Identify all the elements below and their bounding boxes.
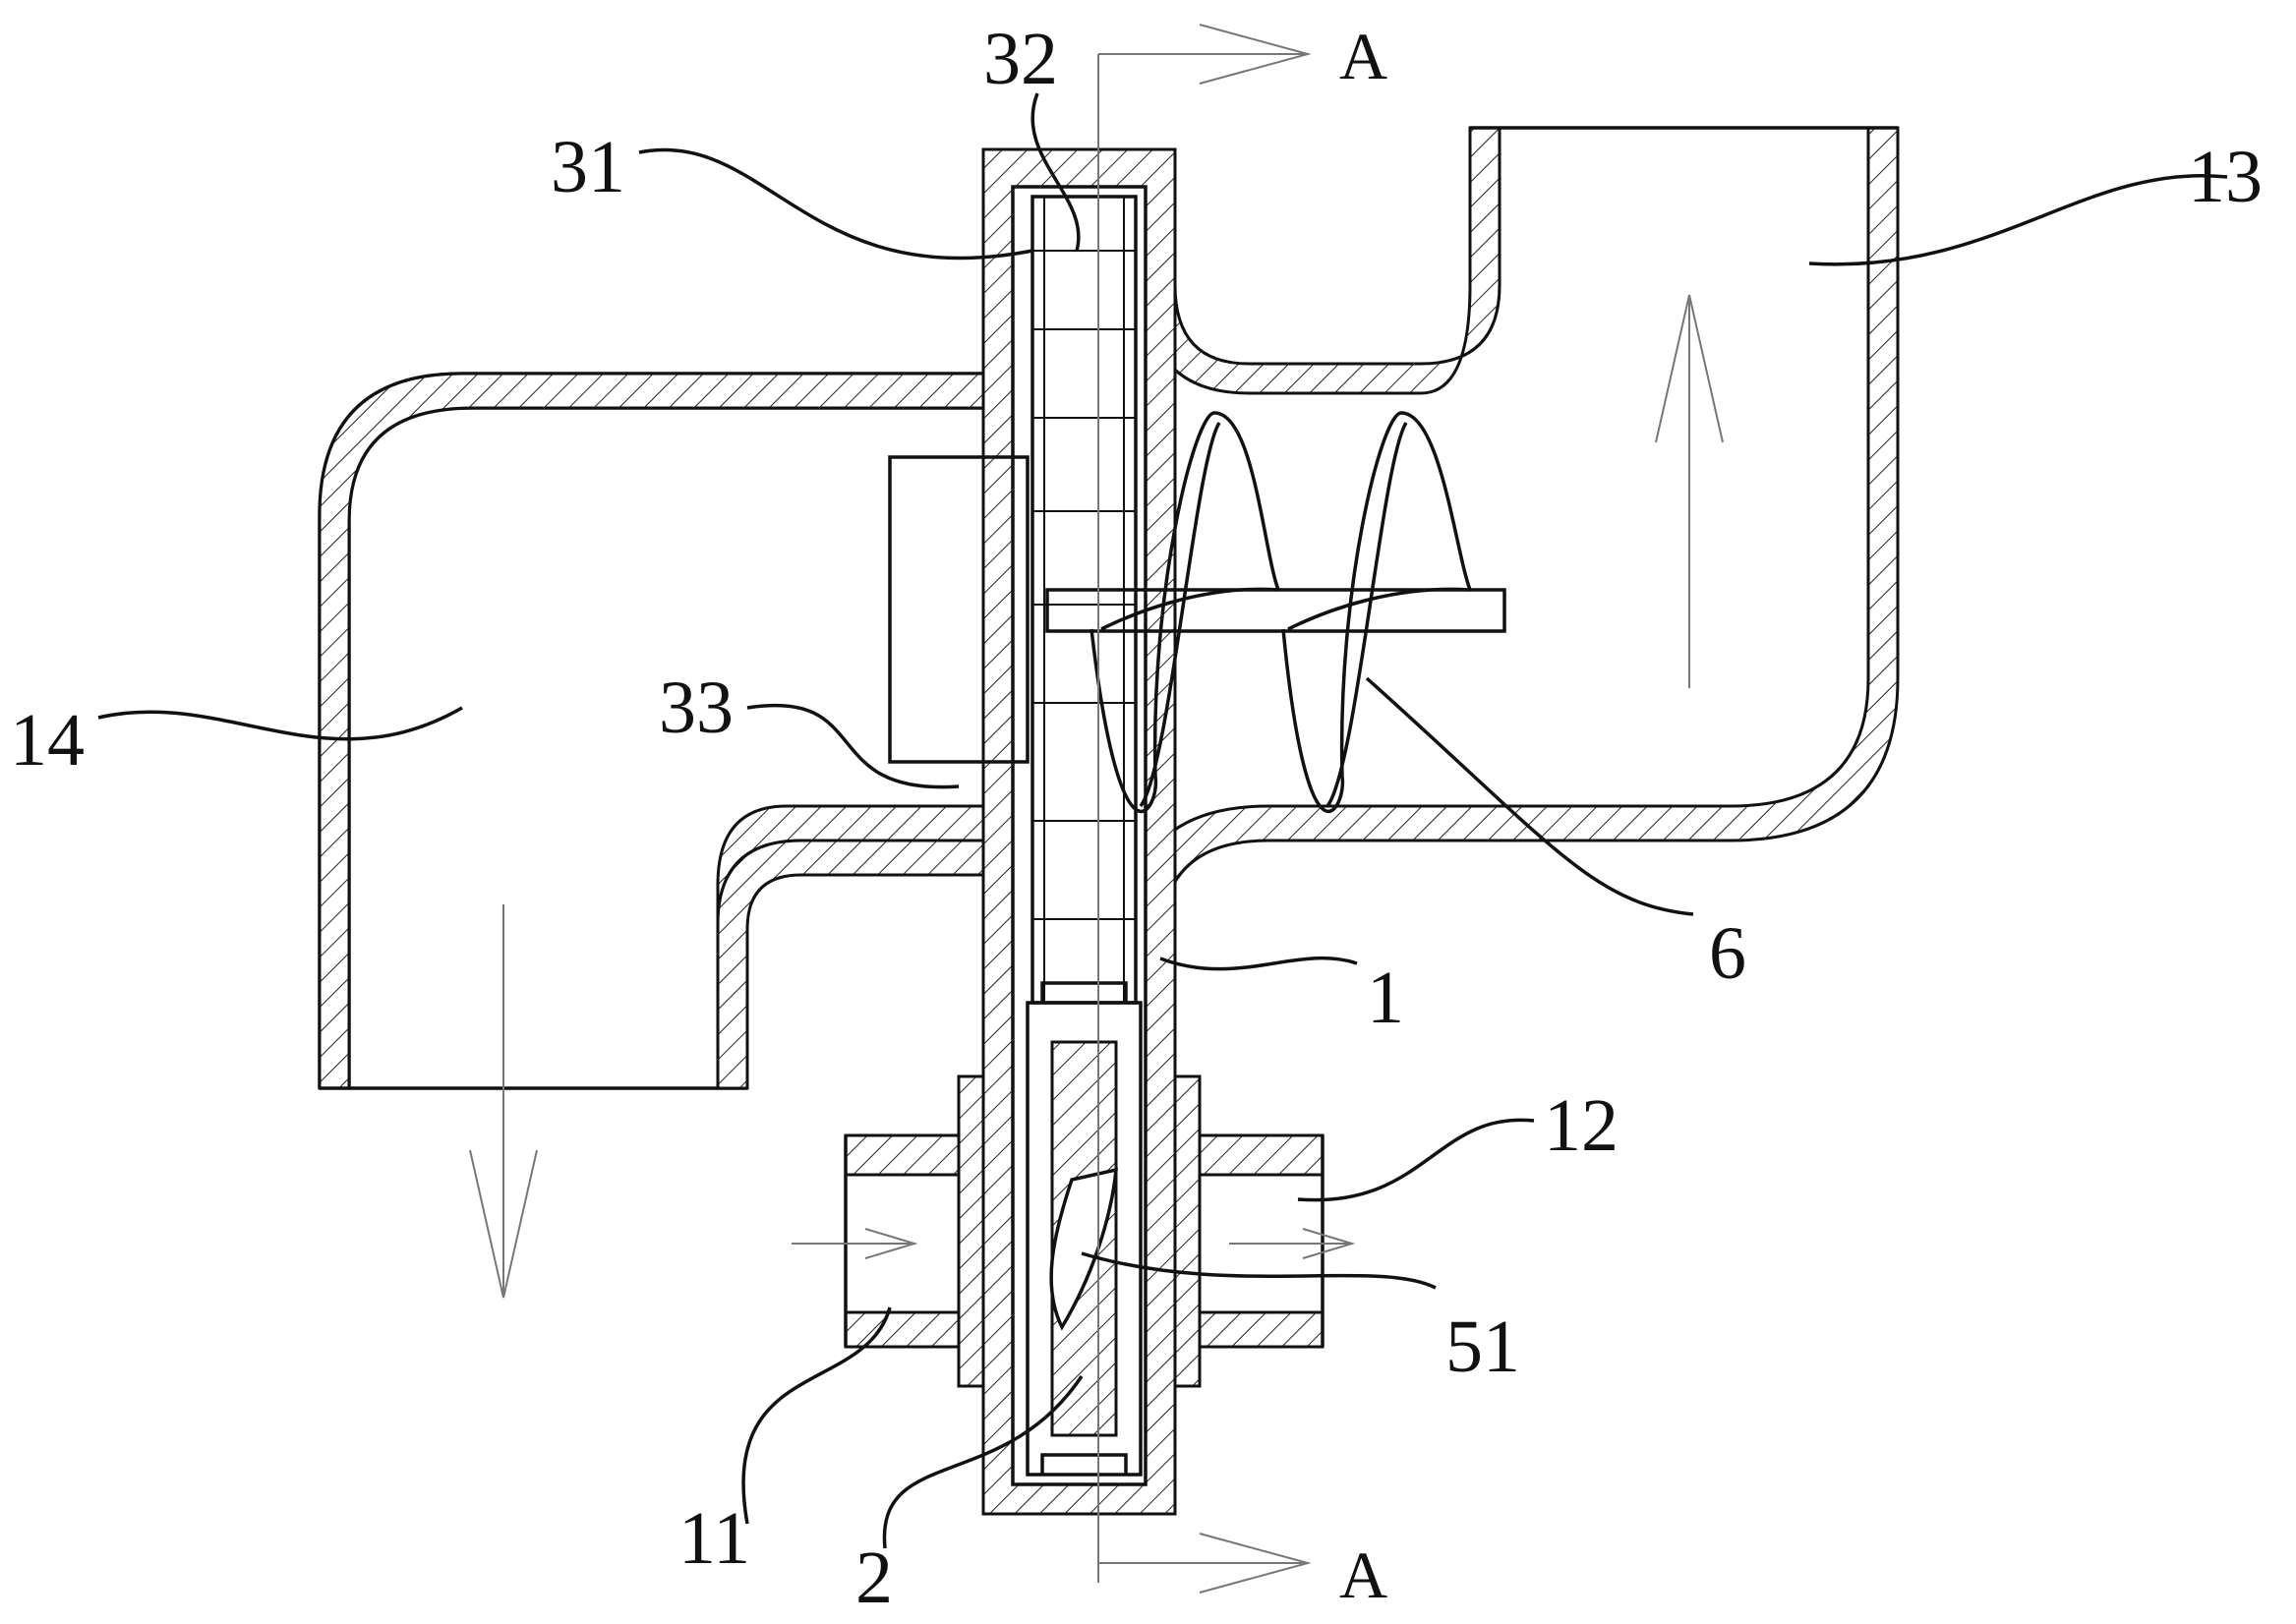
label-32: 32 [983, 18, 1058, 100]
auger-screw-6 [1045, 411, 1506, 814]
label-1: 1 [1367, 957, 1404, 1039]
outlet-pipe-12 [1198, 1133, 1356, 1349]
label-12: 12 [1544, 1084, 1619, 1167]
label-13: 13 [2188, 136, 2263, 218]
label-6: 6 [1709, 912, 1746, 995]
label-51: 51 [1445, 1305, 1520, 1388]
leader-lines [97, 92, 2228, 1549]
blade-51 [1049, 1167, 1118, 1331]
label-33: 33 [659, 667, 734, 749]
section-label-bottom: A [1339, 1537, 1387, 1612]
label-31: 31 [551, 126, 625, 208]
rotor-assembly-31 [1030, 195, 1138, 1005]
inlet-pipe-11 [792, 1133, 961, 1349]
collar-33 [888, 455, 1030, 764]
label-2: 2 [855, 1537, 893, 1619]
label-11: 11 [678, 1497, 750, 1580]
section-label-top: A [1339, 19, 1387, 93]
outlet-pipe-13 [1124, 126, 1900, 1024]
label-14: 14 [10, 699, 85, 782]
section-line-a-a [1097, 24, 1312, 1594]
